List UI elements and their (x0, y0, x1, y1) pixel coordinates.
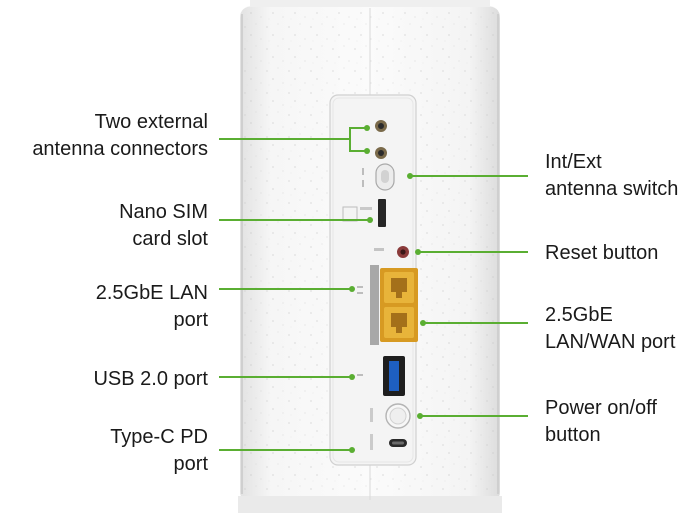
leader-line-antenna-connectors (219, 127, 367, 152)
leader-dot (367, 217, 373, 223)
callout-lan-wan-port: 2.5GbE LAN/WAN port (545, 304, 676, 353)
ethernet-ports (357, 265, 418, 345)
reset-button-icon (374, 246, 409, 258)
callout-usb-port: USB 2.0 port (93, 368, 208, 390)
sim-slot-icon (342, 199, 386, 227)
callout-type-c-port: Type-C PD port (110, 426, 208, 475)
callout-power-button: Power on/off button (545, 397, 657, 446)
antenna-connector-icon (375, 120, 387, 132)
callout-antenna-connectors: Two external antenna connectors (32, 111, 208, 160)
leader-dot (407, 173, 413, 179)
leader-dot (349, 286, 355, 292)
power-button-icon (370, 403, 411, 429)
leader-dot (420, 320, 426, 326)
usb-port-icon (357, 356, 405, 396)
callout-lan-port: 2.5GbE LAN port (95, 282, 208, 331)
callout-reset-button: Reset button (545, 242, 659, 264)
leader-dot (415, 249, 421, 255)
antenna-switch-icon (362, 163, 395, 191)
callout-antenna-switch: Int/Ext antenna switch (545, 151, 679, 200)
leader-dot (349, 447, 355, 453)
leader-dot (364, 148, 370, 154)
leader-dot (417, 413, 423, 419)
leader-dot (364, 125, 370, 131)
leader-dot (349, 374, 355, 380)
callout-lines (219, 127, 528, 451)
antenna-connector-icon (375, 147, 387, 159)
callout-nano-sim-slot: Nano SIM card slot (119, 201, 208, 250)
callout-dots (349, 125, 426, 453)
usb-c-port-icon (370, 434, 407, 450)
